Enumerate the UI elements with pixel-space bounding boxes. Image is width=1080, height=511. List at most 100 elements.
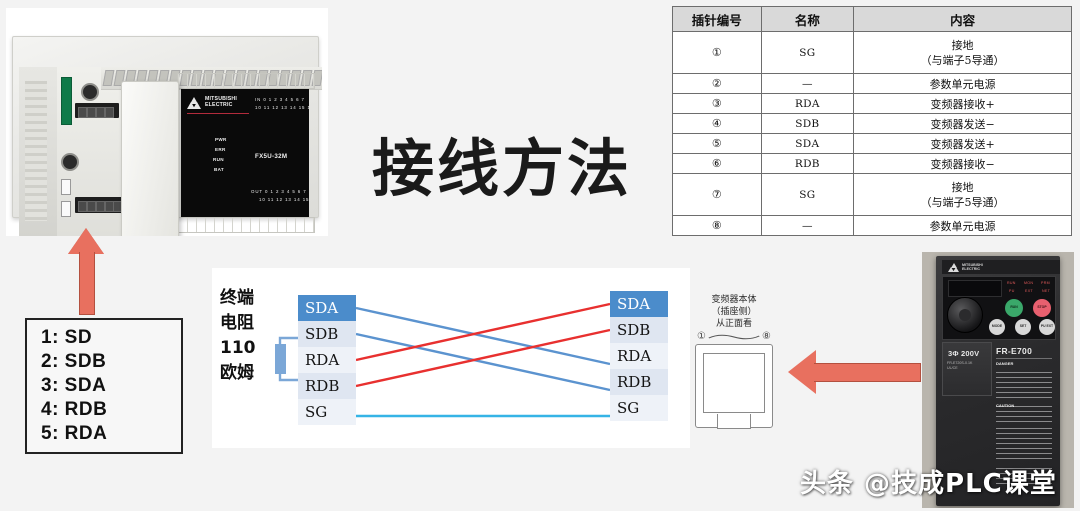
inverter-indicator-ext: EXT: [1025, 289, 1033, 293]
plc-product-photo: MITSUBISHI ELECTRIC IN 0 1 2 3 4 5 6 7 1…: [6, 8, 328, 236]
plc-led-bat: BAT: [214, 167, 224, 172]
inverter-mode-button[interactable]: MODE: [989, 319, 1005, 335]
inverter-spec-lines: FR-E720S-0.1K UL/CE: [947, 361, 972, 371]
plc-terminal-connector-bottom: [75, 197, 123, 213]
channel-watermark: 头条 @技成PLC课堂: [800, 469, 1057, 499]
inverter-warning-text-lines-4: [996, 468, 1052, 488]
pinout-content-line1: 接地: [951, 180, 974, 194]
inverter-run-button[interactable]: RUN: [1005, 299, 1023, 317]
pinout-cell-pin: ⑤: [672, 133, 762, 154]
terminator-label-line3: 110: [220, 338, 256, 358]
table-row: ② — 参数单元电源: [672, 73, 1072, 94]
pinout-cell-name: SDA: [760, 133, 855, 154]
pinout-cell-pin: ⑧: [672, 215, 762, 236]
inverter-pu-ext-button[interactable]: PU EXT: [1039, 319, 1055, 335]
pin-list-item-3: 3: SDA: [41, 375, 107, 396]
plc-brand-text: MITSUBISHI ELECTRIC: [205, 97, 237, 108]
plc-out-row1: OUT 0 1 2 3 4 5 6 7: [251, 189, 307, 194]
terminator-label-line4: 欧姆: [220, 363, 254, 383]
inverter-indicator-pu: PU: [1009, 289, 1015, 293]
pinout-content-line2: （与端子5导通）: [920, 53, 1005, 67]
table-row: ① SG 接地 （与端子5导通）: [672, 31, 1072, 74]
pin-list-item-1: 1: SD: [41, 327, 93, 348]
left-terminal-sda: SDA: [298, 295, 356, 321]
wire-sdb-to-rdb: [355, 332, 611, 392]
inverter-indicator-run: RUN: [1007, 281, 1016, 285]
mitsubishi-logo-icon: [948, 262, 959, 272]
pinout-cell-pin: ⑥: [672, 153, 762, 174]
table-row: ④ SDB 变频器发送−: [672, 113, 1072, 134]
inverter-stop-button[interactable]: STOP: [1033, 299, 1051, 317]
pinout-cell-name: —: [760, 73, 855, 94]
pinout-content-line2: （与端子5导通）: [920, 195, 1005, 209]
inverter-warning-text-lines-3: [996, 428, 1052, 462]
inverter-caution-block: CAUTION: [996, 403, 1054, 409]
left-arrow-head-icon: [788, 350, 816, 394]
inverter-chassis: MITSUBISHI ELECTRIC RUN MON PRM PU EXT N…: [936, 256, 1060, 506]
left-arrow-indicator: [788, 350, 921, 394]
plc-brand-subname: ELECTRIC: [205, 102, 233, 108]
plc-led-pwr: PWR: [215, 137, 227, 142]
terminator-resistor-label: 终端 电阻 110 欧姆: [220, 286, 276, 386]
terminator-label-line1: 终端: [220, 288, 254, 308]
rj45-socket-outline: [695, 344, 773, 429]
pinout-cell-name: SG: [760, 173, 855, 216]
right-terminal-sg: SG: [610, 395, 668, 421]
plc-toggle-switch-1: [61, 179, 71, 195]
pin-list-item-4: 4: RDB: [41, 399, 108, 420]
pinout-cell-content: 参数单元电源: [853, 73, 1072, 94]
pinout-cell-content: 参数单元电源: [853, 215, 1072, 236]
wire-rdb-to-sdb: [355, 328, 611, 388]
table-row: ⑧ — 参数单元电源: [672, 215, 1072, 236]
pinout-cell-name: —: [760, 215, 855, 236]
plc-rotary-dial-mid: [61, 153, 79, 171]
inverter-series-rule: [996, 358, 1052, 359]
rj45-caption-line3: 从正面看: [715, 319, 752, 329]
pinout-table-head: 插针编号 名称 内容: [672, 6, 1072, 32]
pin-list-item-2: 2: SDB: [41, 351, 107, 372]
plc-pin-assignment-box: 1: SD 2: SDB 3: SDA 4: RDB 5: RDA: [25, 318, 183, 454]
pinout-cell-content: 变频器接收+: [853, 93, 1072, 114]
inverter-set-button[interactable]: SET: [1015, 319, 1031, 335]
rj45-wavy-connector-icon: [706, 333, 762, 341]
plc-led-run: RUN: [213, 157, 224, 162]
inverter-danger-label: DANGER: [996, 361, 1014, 366]
pinout-header-pin: 插针编号: [672, 6, 762, 32]
left-terminal-sdb: SDB: [298, 321, 356, 347]
pin-list-item-5: 5: RDA: [41, 423, 108, 444]
rj45-caption: 变频器本体 （插座侧） 从正面看: [684, 294, 784, 330]
pinout-content-line1: 接地: [951, 38, 974, 52]
up-arrow-shaft: [79, 252, 95, 315]
pinout-cell-pin: ②: [672, 73, 762, 94]
plc-in-row2: 10 11 12 13 14 15 16 17: [255, 105, 309, 110]
plc-model-label: FX5U-32M: [255, 153, 288, 160]
inverter-voltage-label: 3Φ 200V: [948, 349, 980, 358]
table-row: ③ RDA 变频器接收+: [672, 93, 1072, 114]
pinout-cell-pin: ①: [672, 31, 762, 74]
page-title: 接线方法: [372, 132, 633, 205]
table-row: ⑤ SDA 变频器发送+: [672, 133, 1072, 154]
plc-lower-terminal-strip: [177, 217, 315, 233]
rj45-socket-notch: [717, 413, 751, 429]
pinout-cell-name: SDB: [760, 113, 855, 134]
inverter-setting-dial[interactable]: [947, 297, 983, 333]
pinout-cell-name: SG: [760, 31, 855, 74]
inverter-indicator-prm: PRM: [1041, 281, 1050, 285]
pinout-cell-content: 变频器发送+: [853, 133, 1072, 154]
left-arrow-shaft: [814, 363, 921, 382]
plc-brand-name: MITSUBISHI: [205, 96, 237, 103]
plc-left-vent: [19, 67, 58, 236]
inverter-brand-name: MITSUBISHI: [962, 263, 983, 267]
plc-out-row2: 10 11 12 13 14 15 16 17: [259, 197, 309, 202]
rj45-pin-range: ① ⑧: [697, 331, 771, 342]
inverter-caution-label: CAUTION: [996, 403, 1015, 408]
plc-toggle-switch-2: [61, 201, 71, 217]
inverter-brand-subname: ELECTRIC: [962, 267, 980, 271]
inverter-brand-bar: MITSUBISHI ELECTRIC: [942, 260, 1060, 274]
rj45-caption-line1: 变频器本体: [711, 295, 757, 305]
plc-upper-terminal-strip: [177, 73, 315, 89]
pinout-table-body: ① SG 接地 （与端子5导通） ② — 参数单元电源 ③ RDA 变频器接收+…: [672, 31, 1072, 236]
pinout-header-row: 插针编号 名称 内容: [672, 6, 1072, 32]
pinout-cell-pin: ③: [672, 93, 762, 114]
pinout-cell-name: RDB: [760, 153, 855, 174]
